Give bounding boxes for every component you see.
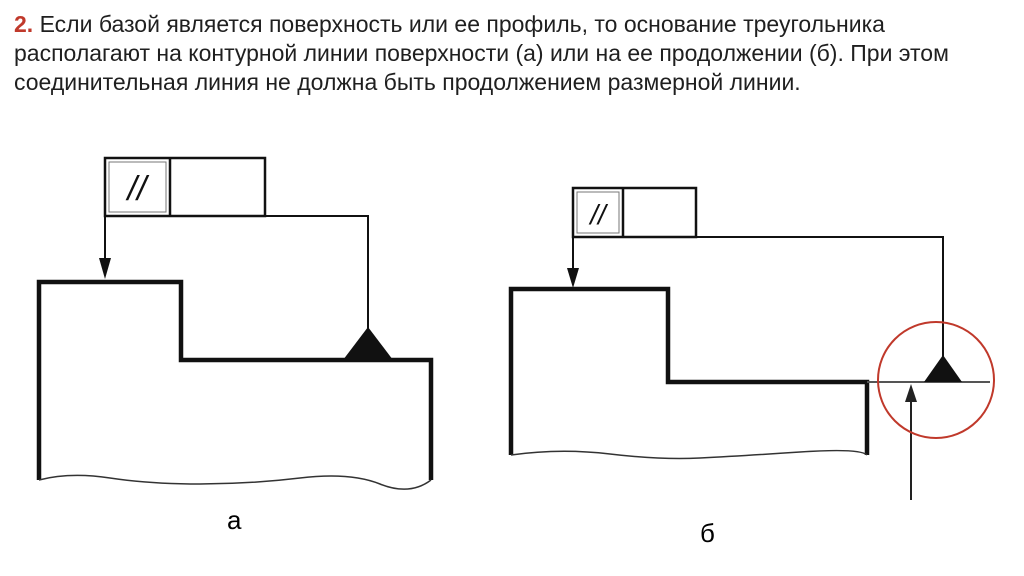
leader-lines-b: [572, 236, 944, 358]
figure-a: //: [36, 156, 434, 490]
datum-triangle-b: [924, 355, 962, 382]
tolerance-frame-a: //: [103, 156, 267, 218]
leader-lines-a: [104, 215, 369, 330]
part-break-line-a: [38, 474, 432, 490]
parallelism-symbol-a: //: [126, 170, 150, 208]
leader-arrowhead-a: [99, 258, 111, 279]
figure-b-label: б: [700, 518, 715, 548]
figure-b: //: [508, 186, 995, 500]
rule-text: Если базой является поверхность или ее п…: [14, 11, 949, 95]
part-outline-a: [36, 279, 434, 480]
parallelism-symbol-b: //: [588, 199, 609, 230]
dimension-arrowhead: [905, 384, 917, 402]
rule-paragraph: 2. Если базой является поверхность или е…: [14, 10, 1014, 97]
item-number: 2.: [14, 11, 34, 37]
part-outline-b: [508, 286, 870, 455]
highlight-circle: [877, 321, 995, 439]
datum-triangle-a: [343, 327, 393, 360]
part-break-line-b: [510, 449, 868, 460]
figure-a-label: а: [227, 505, 242, 535]
leader-arrowhead-b: [567, 268, 579, 288]
tolerance-frame-b: //: [571, 186, 698, 239]
